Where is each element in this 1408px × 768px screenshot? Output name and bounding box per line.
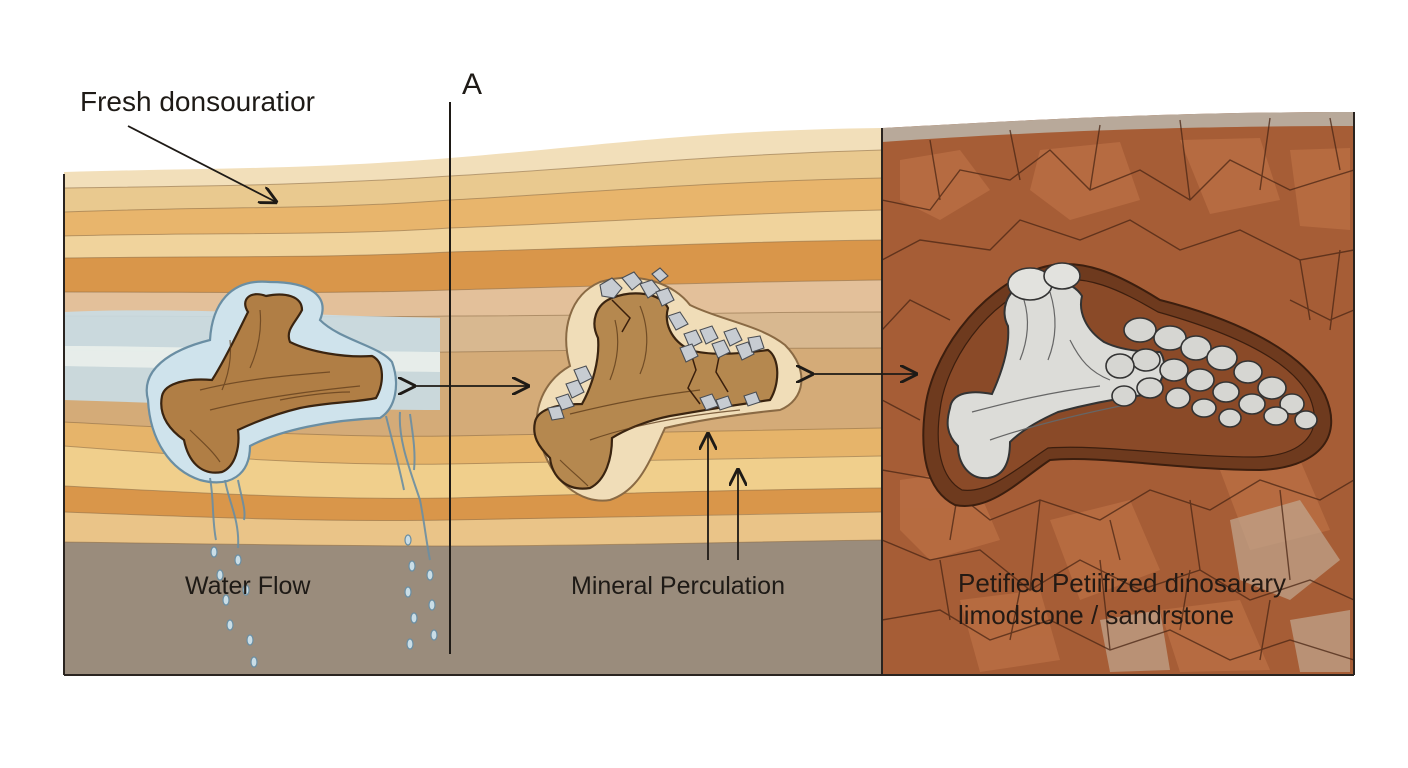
fresh-label: Fresh donsouratior — [80, 86, 316, 117]
water-flow-label: Water Flow — [185, 572, 311, 600]
fresh-bone-stage — [145, 280, 438, 668]
petrified-bone-stage — [946, 262, 1318, 480]
mineral-percolation-label: Mineral Perculation — [571, 572, 785, 600]
petrified-label-line2: limodstone / sandrstone — [958, 600, 1235, 630]
petrified-label-line1: Petified Petiifized dinosarary — [958, 568, 1287, 598]
mineralizing-bone — [533, 292, 779, 490]
fresh-pointer-arrow — [127, 125, 276, 202]
bedrock — [64, 540, 882, 675]
bone-cracks — [611, 299, 729, 405]
rock-patches — [900, 138, 1350, 672]
fresh-bone — [160, 293, 383, 474]
mineral-crystals — [547, 267, 765, 421]
water-droplets — [210, 534, 438, 668]
arrows — [127, 125, 916, 560]
fossil-joint — [1007, 262, 1081, 301]
section-marker-label: A — [462, 68, 483, 101]
panel-borders — [63, 112, 1355, 676]
fossil-bone — [946, 279, 1166, 480]
mineral-bone-stage — [533, 267, 803, 502]
water-drips — [209, 411, 431, 561]
fossil-vertebrae — [1105, 317, 1318, 430]
